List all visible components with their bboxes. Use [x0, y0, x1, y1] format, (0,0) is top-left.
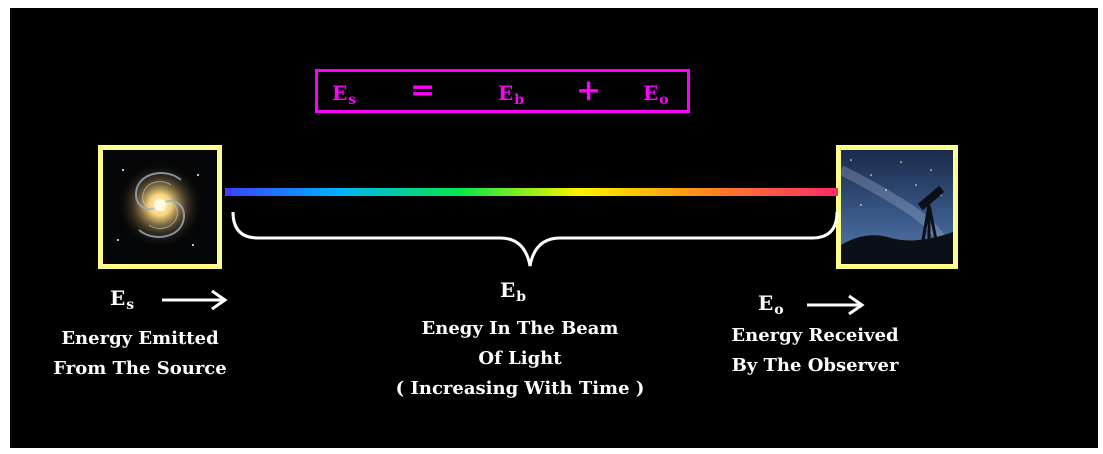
beam-energy-symbol: Eb [500, 278, 527, 305]
source-energy-symbol: Es [110, 286, 135, 313]
observer-image-frame [836, 145, 958, 269]
observer-energy-symbol: Eo [758, 291, 784, 318]
observer-arrow-icon [807, 294, 865, 316]
observer-label: Energy Received By The Observer [700, 321, 930, 381]
equation-eo: Eo [643, 81, 669, 108]
energy-equation-box: Es = Eb + Eo [315, 69, 690, 113]
telescope-night-sky-image [841, 150, 953, 264]
beam-label-line-3: ( Increasing With Time ) [395, 378, 645, 399]
light-beam [225, 188, 838, 196]
observer-label-line-1: Energy Received [731, 325, 899, 346]
spiral-galaxy-image [103, 150, 217, 264]
source-label: Energy Emitted From The Source [30, 324, 250, 384]
observer-label-line-2: By The Observer [731, 355, 899, 376]
source-label-line-2: From The Source [53, 358, 227, 379]
galaxy-image-frame [98, 145, 222, 269]
diagram-canvas: Es = Eb + Eo [10, 8, 1098, 448]
equation-es: Es [332, 81, 357, 108]
equals-sign: = [410, 73, 436, 108]
beam-label-line-1: Enegy In The Beam [421, 318, 619, 339]
equation-eb: Eb [498, 81, 525, 108]
beam-label-line-2: Of Light [478, 348, 562, 369]
plus-sign: + [576, 73, 602, 108]
source-arrow-icon [162, 289, 228, 311]
beam-label: Enegy In The Beam Of Light ( Increasing … [370, 314, 670, 404]
source-label-line-1: Energy Emitted [61, 328, 219, 349]
beam-brace [231, 211, 839, 267]
